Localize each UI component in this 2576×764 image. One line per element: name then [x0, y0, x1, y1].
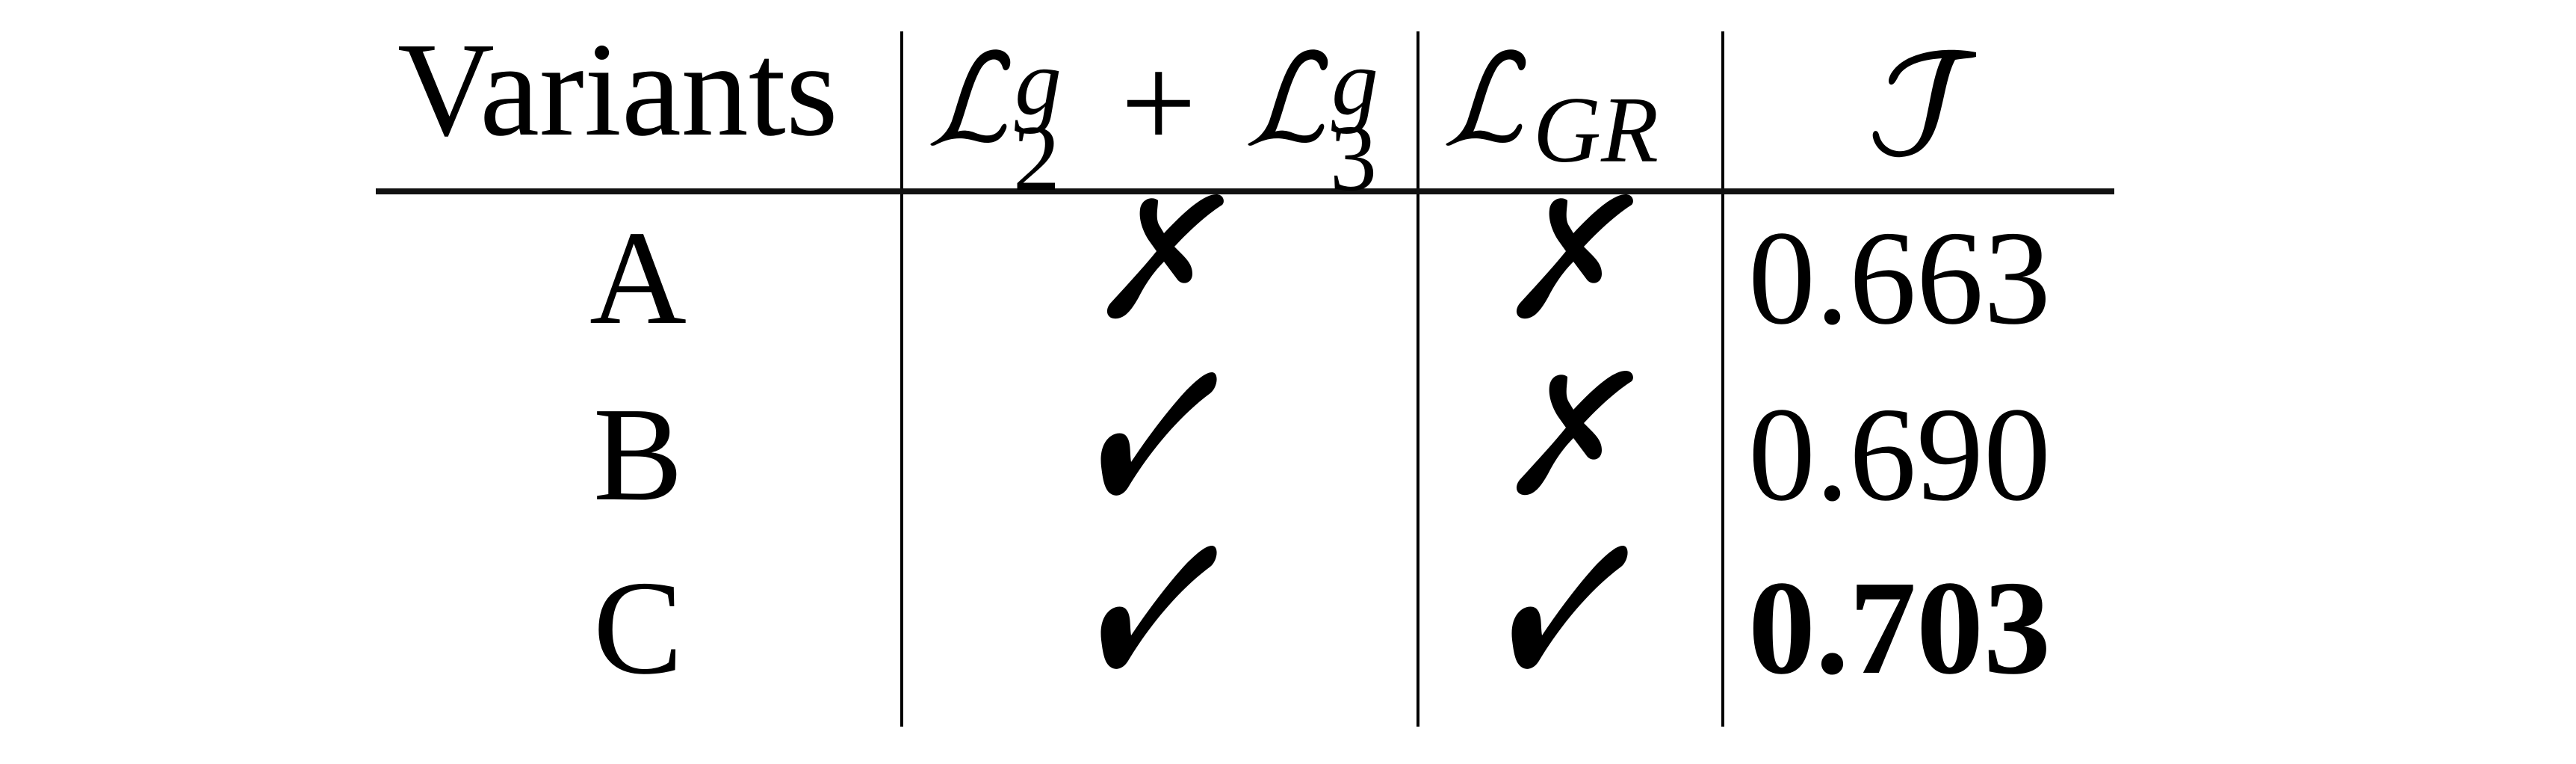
plus-operator: + [1121, 28, 1197, 177]
check-mark-icon [1100, 372, 1217, 496]
column-divider-1 [900, 31, 903, 727]
cross-mark-icon [1106, 194, 1224, 319]
check-mark-icon [1100, 546, 1217, 669]
subscript-3: 3 [1330, 107, 1377, 211]
superscript-g-1: g [1015, 31, 1062, 135]
variant-label: A [589, 203, 687, 352]
script-l-icon [1446, 49, 1526, 146]
column-divider-3 [1721, 31, 1724, 727]
header-variants: Variants [397, 15, 838, 164]
subscript-gr: GR [1533, 78, 1659, 182]
header-metric-script-j-icon [1872, 49, 1976, 158]
header-rule [376, 188, 2114, 194]
script-l-icon [1248, 49, 1328, 146]
script-l-icon [930, 49, 1011, 146]
variant-label: B [592, 380, 684, 529]
check-mark-icon [1511, 546, 1628, 669]
metric-value-best: 0.703 [1748, 553, 2051, 702]
cross-mark-icon [1516, 371, 1633, 496]
variant-label: C [592, 553, 684, 702]
superscript-g-2: g [1331, 31, 1378, 135]
metric-value: 0.690 [1748, 380, 2051, 529]
column-divider-2 [1417, 31, 1419, 727]
cross-mark-icon [1516, 194, 1633, 319]
subscript-2: 2 [1013, 107, 1060, 211]
metric-value: 0.663 [1748, 203, 2051, 352]
